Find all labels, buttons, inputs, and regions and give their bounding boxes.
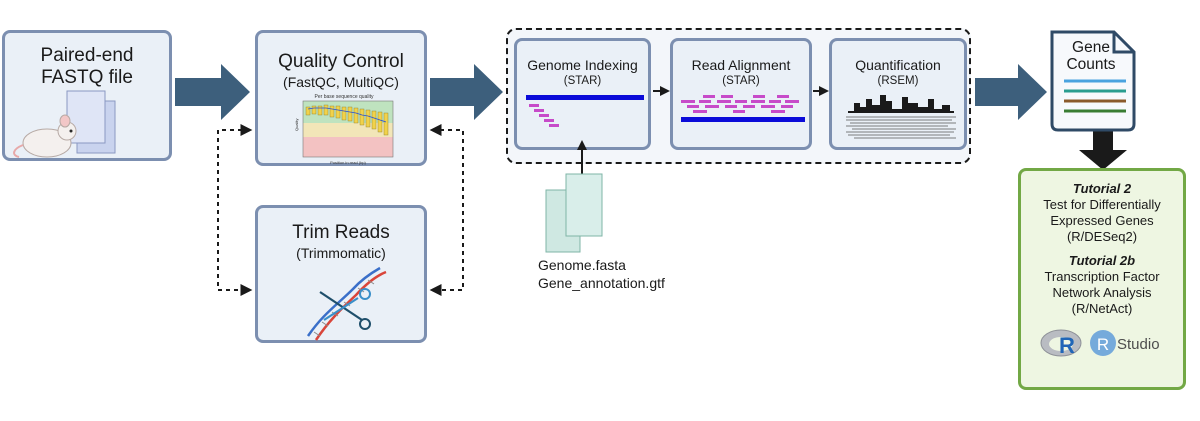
read-alignment-box: Read Alignment (STAR) bbox=[670, 38, 812, 150]
genome-reference-files: Genome.fasta Gene_annotation.gtf bbox=[538, 256, 665, 292]
coverage-track-illustration bbox=[846, 95, 956, 139]
quantification-title: Quantification bbox=[855, 57, 941, 73]
fastq-label-line2: FASTQ file bbox=[41, 67, 133, 88]
alignment-title: Read Alignment bbox=[691, 57, 791, 73]
trim-subtitle: (Trimmomatic) bbox=[296, 245, 386, 261]
qc-plot-xlabel: Position in read (bp) bbox=[330, 160, 366, 165]
dna-scissors-icon bbox=[306, 266, 387, 341]
flow-arrow-counts-to-results bbox=[1079, 128, 1127, 170]
qc-title: Quality Control bbox=[278, 51, 404, 72]
gene-counts-label: Gene Counts bbox=[1055, 39, 1127, 73]
genome-fasta-filename: Genome.fasta bbox=[538, 257, 626, 273]
dotted-arrow-left bbox=[217, 124, 253, 296]
tutorial-2-name: Tutorial 2 bbox=[1072, 181, 1132, 196]
quality-plot-thumbnail: Per base sequence quality Quality Positi… bbox=[294, 94, 394, 165]
gene-counts-line1: Gene bbox=[1072, 39, 1110, 56]
genome-file-icons bbox=[545, 173, 603, 253]
r-and-rstudio-logos: R R Studio bbox=[1040, 329, 1160, 358]
mouse-and-files-icon bbox=[13, 90, 116, 158]
rstudio-logo-letter: R bbox=[1097, 335, 1109, 354]
tutorial-2-line3: (R/DESeq2) bbox=[1066, 229, 1138, 244]
alignment-subtitle: (STAR) bbox=[722, 75, 760, 87]
flow-arrow-fastq-to-qc bbox=[175, 64, 250, 120]
tutorial-2b-line2: Network Analysis bbox=[1052, 285, 1152, 300]
flow-arrow-qc-to-pipeline bbox=[430, 64, 503, 120]
tutorial-2-line1: Test for Differentially bbox=[1043, 197, 1161, 212]
fastq-label-line1: Paired-end bbox=[40, 45, 134, 66]
read-alignment-illustration bbox=[681, 95, 805, 122]
tutorial-2b-name: Tutorial 2b bbox=[1068, 253, 1136, 268]
indexing-title: Genome Indexing bbox=[527, 57, 638, 73]
trim-title: Trim Reads bbox=[292, 222, 390, 243]
tutorial-2-line2: Expressed Genes bbox=[1050, 213, 1154, 228]
quantification-box: Quantification (RSEM) bbox=[829, 38, 967, 150]
trim-reads-box: Trim Reads (Trimmomatic) bbox=[255, 205, 427, 343]
fastq-input-box: Paired-end FASTQ file bbox=[2, 30, 172, 161]
gene-counts-line2: Counts bbox=[1066, 56, 1116, 73]
indexing-subtitle: (STAR) bbox=[563, 75, 602, 87]
tutorial-2b-line3: (R/NetAct) bbox=[1071, 301, 1133, 316]
qc-plot-ylabel: Quality bbox=[294, 119, 299, 131]
gene-annotation-filename: Gene_annotation.gtf bbox=[538, 275, 665, 291]
qc-subtitle: (FastQC, MultiQC) bbox=[283, 74, 399, 90]
flow-arrow-pipeline-to-counts bbox=[975, 64, 1047, 120]
genome-index-illustration bbox=[526, 95, 644, 127]
r-logo-icon: R bbox=[1040, 329, 1082, 358]
quantification-subtitle: (RSEM) bbox=[877, 75, 919, 87]
rstudio-logo-text: Studio bbox=[1117, 336, 1160, 353]
tutorial-2b-line1: Transcription Factor bbox=[1044, 269, 1160, 284]
quality-control-box: Quality Control (FastQC, MultiQC) Per ba… bbox=[255, 30, 427, 166]
rstudio-logo-icon: R Studio bbox=[1090, 330, 1160, 356]
r-logo-letter: R bbox=[1059, 333, 1075, 358]
qc-plot-title: Per base sequence quality bbox=[315, 94, 374, 100]
downstream-analysis-box: Tutorial 2 Test for Differentially Expre… bbox=[1018, 168, 1186, 390]
